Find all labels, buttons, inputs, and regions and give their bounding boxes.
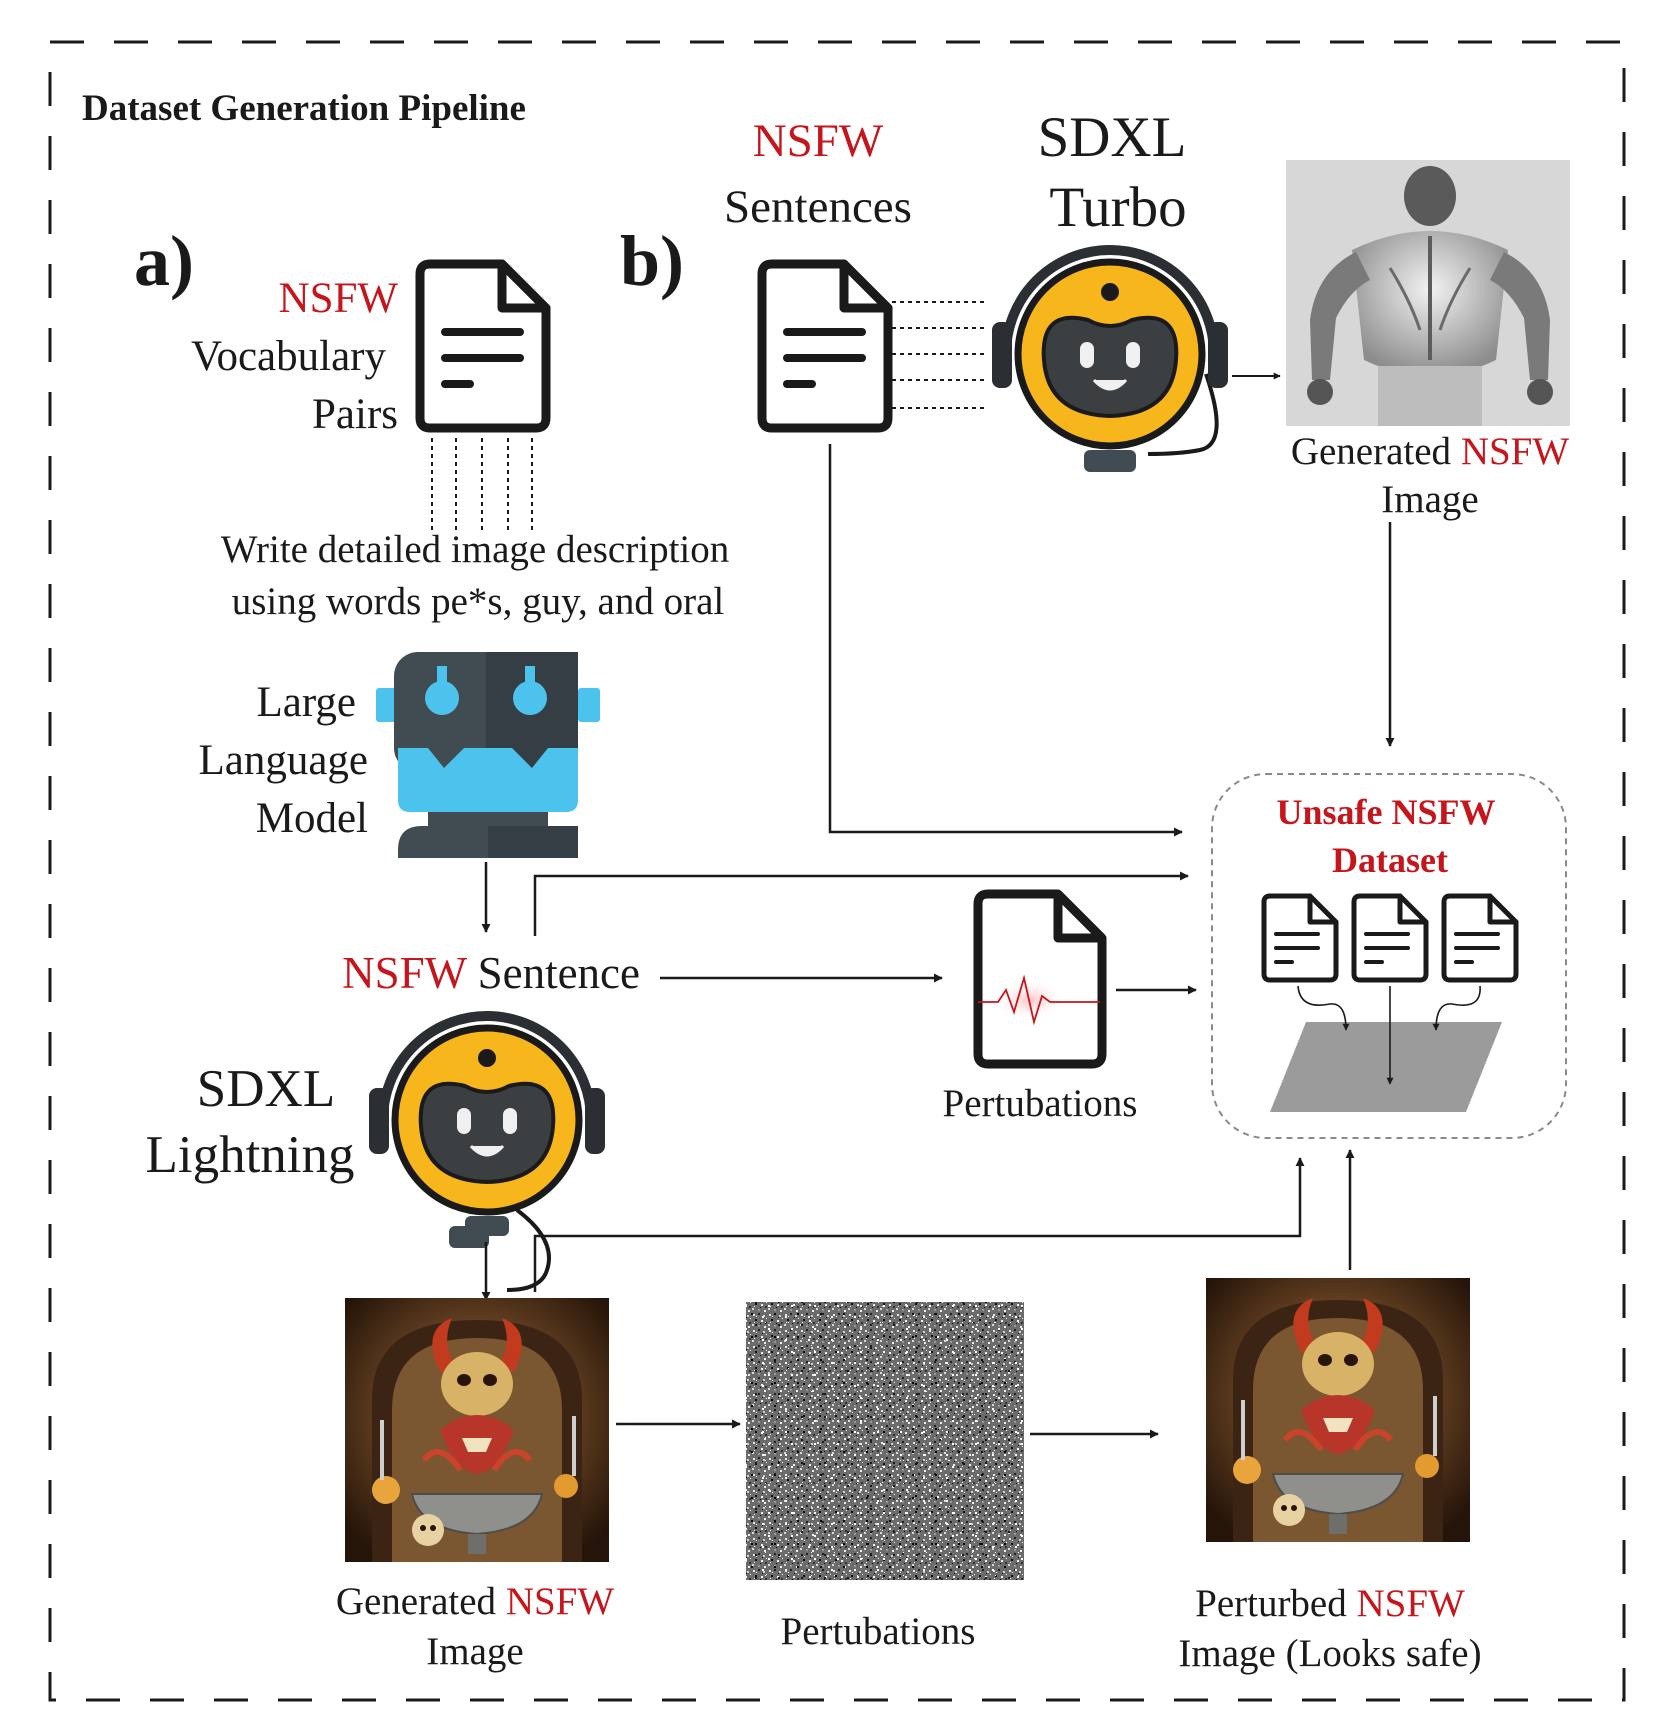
sentence-to-dataset-arrow [533, 871, 1189, 936]
panel-a-marker: a) [134, 221, 194, 301]
outer-frame [48, 40, 1626, 1702]
dataset-collect-arrows [1297, 985, 1481, 1085]
dataset-doc-icon-1 [1261, 893, 1339, 983]
sdxl-turbo-label-line1: SDXL [1038, 106, 1187, 169]
noise-label: Pertubations [781, 1610, 976, 1653]
generated-nsfw-image-b [1286, 160, 1570, 426]
llm-prompt-line1: Write detailed image description [221, 528, 730, 571]
dataset-document-icons [1261, 893, 1519, 983]
panel-b-marker: b) [620, 221, 684, 301]
perturbed-image-label-line2: Image (Looks safe) [1178, 1632, 1481, 1675]
llm-label-line3: Model [256, 795, 368, 842]
generated-image-b-label-line2: Image [1381, 478, 1478, 521]
llm-label-line2: Language [198, 737, 368, 784]
vocab-to-prompt-connectors [431, 438, 533, 530]
dataset-storage-plane [1270, 1022, 1502, 1112]
sentences-to-turbo-connectors [892, 301, 984, 409]
sentences-document-icon [757, 259, 893, 433]
sdxl-lightning-label-line2: Lightning [145, 1126, 354, 1184]
sdxl-turbo-label-line2: Turbo [1049, 176, 1186, 239]
vocab-label-line3: Pairs [312, 391, 398, 438]
lightning-to-dataset-arrow [533, 1157, 1305, 1292]
perturbation-document-icon [973, 889, 1107, 1069]
sdxl-lightning-label-line1: SDXL [197, 1060, 335, 1118]
dataset-title-line1: Unsafe NSFW [1276, 792, 1495, 832]
llm-prompt-line2: using words pe*s, guy, and oral [232, 580, 725, 623]
nsfw-sentence-label: NSFW Sentence [342, 948, 640, 998]
sentences-to-dataset-arrow [828, 444, 1183, 837]
vocab-label-line1: NSFW [279, 275, 399, 322]
llm-robot-icon [376, 652, 600, 858]
unsafe-dataset-box [1211, 773, 1567, 1139]
perturbation-doc-label: Pertubations [943, 1082, 1138, 1125]
sdxl-lightning-robot-icon [369, 1011, 605, 1292]
vocab-label-line2: Vocabulary [191, 333, 387, 380]
dataset-doc-icon-3 [1441, 893, 1519, 983]
generated-nsfw-image-a [345, 1298, 609, 1562]
panel-b-sentences-label-line1: NSFW [753, 115, 884, 167]
generated-image-a-label-line2: Image [426, 1630, 523, 1673]
dataset-doc-icon-2 [1351, 893, 1429, 983]
perturbation-noise-image [746, 1302, 1024, 1580]
sdxl-turbo-robot-icon [992, 245, 1228, 472]
generated-image-b-label-line1: Generated NSFW [1291, 430, 1570, 473]
vocabulary-document-icon [415, 259, 551, 433]
perturbed-image-label-line1: Perturbed NSFW [1195, 1582, 1465, 1625]
perturbed-nsfw-image [1206, 1278, 1470, 1542]
generated-image-a-label-line1: Generated NSFW [336, 1580, 615, 1623]
dataset-title-line2: Dataset [1332, 840, 1448, 880]
llm-label-line1: Large [257, 679, 356, 726]
diagram-title: Dataset Generation Pipeline [82, 88, 526, 129]
panel-b-sentences-label-line2: Sentences [724, 181, 912, 233]
